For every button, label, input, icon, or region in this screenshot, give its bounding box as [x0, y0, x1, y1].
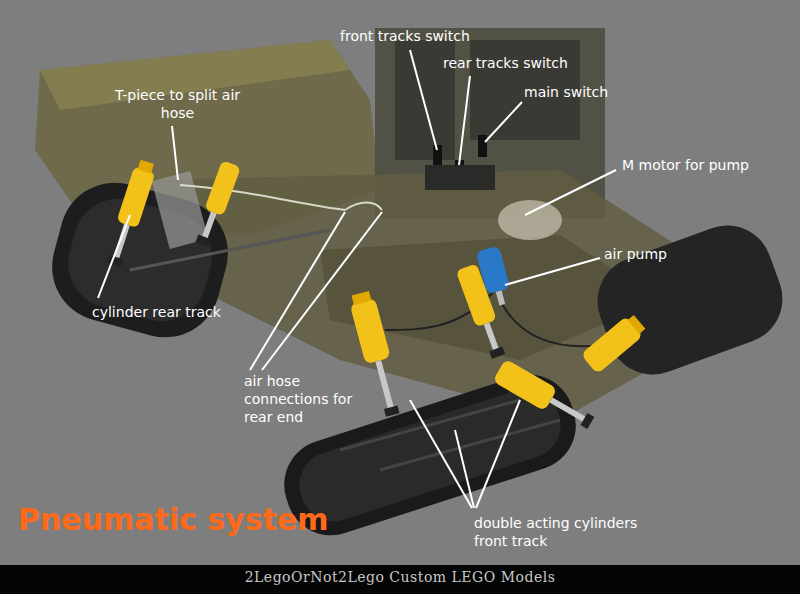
callout-label: M motor for pump — [622, 156, 792, 174]
callout-label: front tracks switch — [340, 27, 510, 45]
callout-label: air hose connections for rear end — [244, 372, 364, 426]
title: Pneumatic system — [18, 502, 329, 537]
callout-label: double acting cylinders front track — [474, 514, 674, 550]
callout-label: air pump — [604, 245, 704, 263]
callout-label: cylinder rear track — [92, 303, 272, 321]
callout-label: T-piece to split air hose — [110, 86, 245, 122]
callout-label: main switch — [524, 83, 644, 101]
callout-label: rear tracks switch — [443, 54, 603, 72]
watermark: 2LegoOrNot2Lego Custom LEGO Models — [0, 569, 800, 585]
